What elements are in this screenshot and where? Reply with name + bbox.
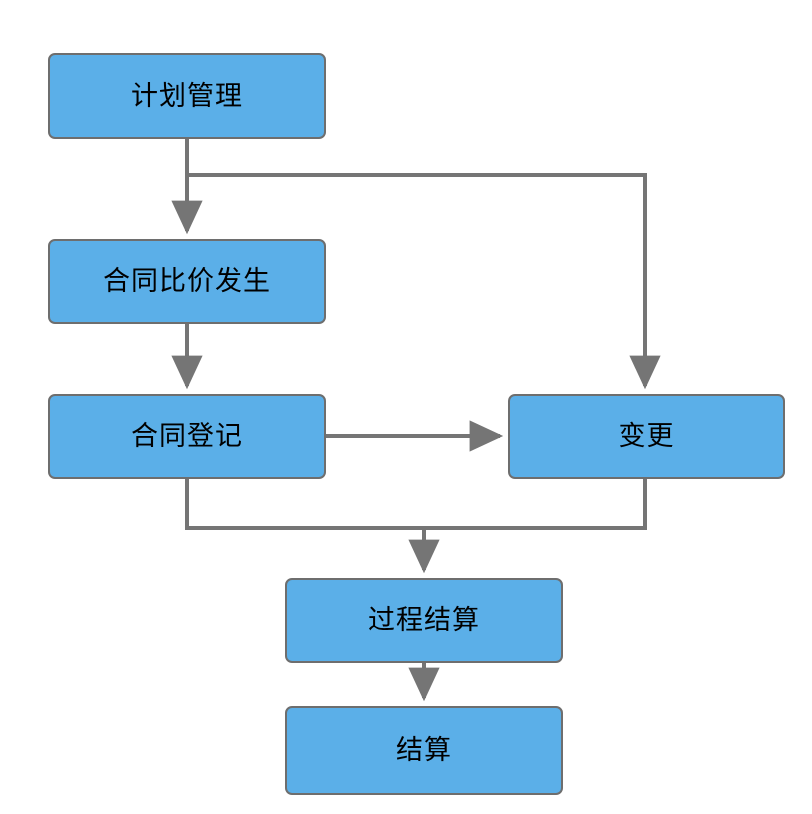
node-process-settlement[interactable]: 过程结算 — [285, 578, 563, 663]
node-label: 变更 — [618, 421, 675, 452]
node-contract-registration[interactable]: 合同登记 — [48, 394, 326, 479]
node-plan-management[interactable]: 计划管理 — [48, 53, 326, 139]
node-label: 过程结算 — [368, 605, 480, 636]
node-contract-price-comparison[interactable]: 合同比价发生 — [48, 239, 326, 324]
node-label: 合同比价发生 — [103, 266, 271, 297]
node-settlement[interactable]: 结算 — [285, 706, 563, 795]
node-label: 结算 — [396, 735, 452, 766]
node-change[interactable]: 变更 — [508, 394, 785, 479]
edge-registration-to-process — [185, 479, 424, 530]
node-label: 合同登记 — [131, 421, 243, 452]
node-label: 计划管理 — [131, 80, 243, 112]
edge-change-to-process — [424, 479, 647, 530]
